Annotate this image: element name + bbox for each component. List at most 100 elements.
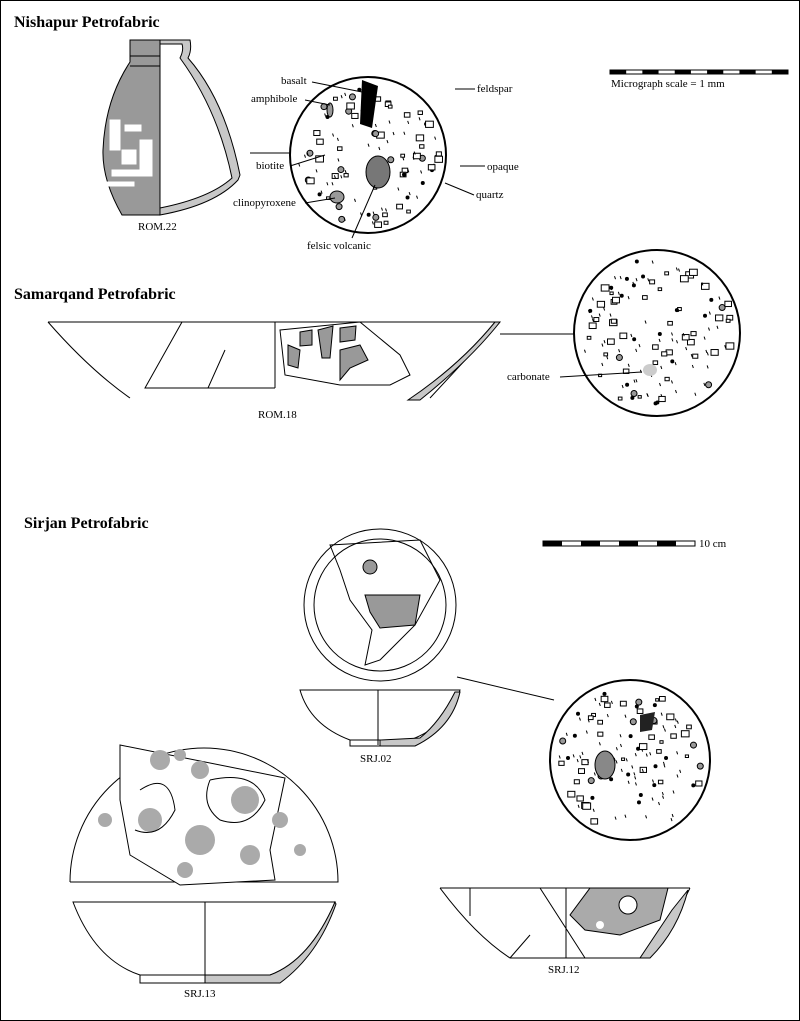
grain xyxy=(602,691,607,696)
grain xyxy=(651,260,654,264)
grain xyxy=(360,212,362,216)
grain xyxy=(641,274,646,279)
grain xyxy=(412,152,421,160)
grain xyxy=(583,349,586,353)
grain xyxy=(627,363,630,367)
grain xyxy=(615,747,618,751)
vessel-label-srj12: SRJ.12 xyxy=(548,964,580,976)
grain xyxy=(604,702,611,708)
grain xyxy=(706,352,709,356)
grain xyxy=(333,175,336,179)
grain xyxy=(603,340,606,344)
grain xyxy=(663,764,666,768)
grain xyxy=(337,158,340,162)
grain xyxy=(357,87,362,92)
grain xyxy=(663,728,666,732)
micrograph-samarqand xyxy=(573,249,741,417)
grain xyxy=(298,163,301,167)
grain xyxy=(609,777,614,782)
grain xyxy=(598,742,601,746)
grain xyxy=(710,349,719,356)
grain xyxy=(612,296,620,304)
grain xyxy=(624,714,627,718)
grain xyxy=(621,757,626,761)
grain xyxy=(417,110,423,115)
grain xyxy=(346,102,355,110)
grain xyxy=(586,335,592,340)
grain xyxy=(670,733,677,739)
grain xyxy=(387,104,393,109)
grain xyxy=(434,155,443,163)
grain xyxy=(633,772,636,776)
grain xyxy=(671,338,674,342)
grain xyxy=(336,137,339,142)
grain xyxy=(620,743,622,748)
grain xyxy=(372,130,380,138)
vessel-label-rom18: ROM.18 xyxy=(258,409,297,421)
micrograph-nishapur xyxy=(289,76,447,234)
grain xyxy=(634,259,639,264)
grain xyxy=(333,96,338,101)
grain xyxy=(685,346,688,351)
grain xyxy=(632,337,637,342)
grain xyxy=(622,368,630,374)
grain xyxy=(558,755,561,759)
grain xyxy=(689,741,697,749)
vessel-label-rom22: ROM.22 xyxy=(138,221,177,233)
grain xyxy=(674,361,677,366)
grain xyxy=(598,313,601,317)
grain xyxy=(671,813,674,818)
scale-segment xyxy=(642,70,659,74)
grain xyxy=(367,143,370,147)
grain xyxy=(631,283,636,288)
grain xyxy=(590,315,593,319)
grain xyxy=(633,379,636,383)
grain xyxy=(652,703,657,708)
grain xyxy=(396,203,403,210)
grain xyxy=(715,314,724,322)
grain xyxy=(680,730,690,738)
grain xyxy=(566,755,571,760)
grain xyxy=(315,169,318,173)
grain xyxy=(603,307,606,311)
grain xyxy=(597,719,604,725)
grain xyxy=(427,164,436,171)
grain xyxy=(686,338,695,346)
grain xyxy=(632,281,635,286)
grain xyxy=(638,343,641,348)
grain xyxy=(629,718,637,726)
grain xyxy=(639,766,648,773)
grain xyxy=(638,743,648,751)
grain xyxy=(724,345,727,349)
scale-segment xyxy=(771,70,788,74)
grain xyxy=(588,309,590,314)
grain xyxy=(320,190,323,194)
grain xyxy=(627,296,630,300)
grain xyxy=(419,144,425,149)
grain xyxy=(597,731,604,737)
grain xyxy=(331,173,339,179)
vessel-srj12: SRJ.12 xyxy=(439,887,691,976)
vessel-rom22: ROM.22 xyxy=(102,39,241,233)
grain xyxy=(610,286,613,291)
grain xyxy=(705,381,713,389)
grain xyxy=(652,344,659,350)
grain xyxy=(316,138,324,145)
ten-cm-scale-bar: 10 cm xyxy=(542,538,727,550)
grain xyxy=(667,320,673,326)
grain xyxy=(676,720,679,724)
grain xyxy=(592,808,595,812)
grain xyxy=(598,702,601,707)
grain xyxy=(572,733,577,738)
grain xyxy=(666,713,675,721)
grain xyxy=(572,754,575,758)
grain xyxy=(657,287,663,292)
grain xyxy=(326,182,329,186)
grain xyxy=(659,382,661,387)
grain xyxy=(624,814,627,818)
grain xyxy=(337,146,343,151)
grain xyxy=(657,331,662,336)
grain xyxy=(606,713,609,718)
grain xyxy=(415,134,425,142)
ten-cm-scale-label: 10 cm xyxy=(699,538,727,550)
